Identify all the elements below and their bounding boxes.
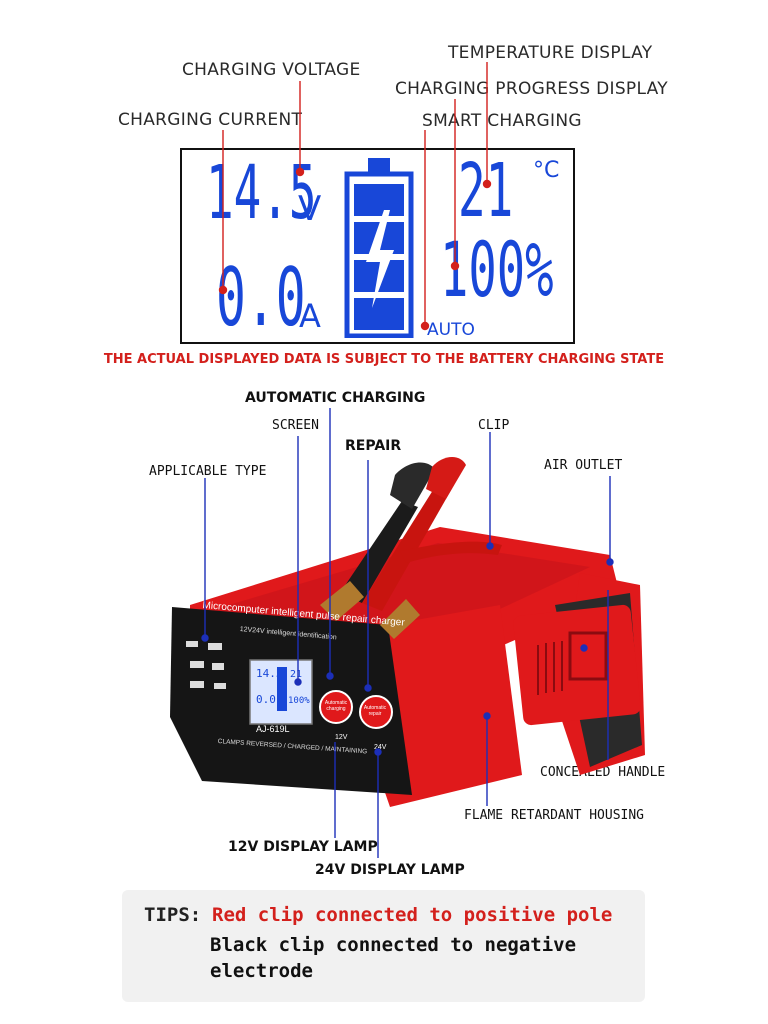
label-flame-retardant-housing: FLAME RETARDANT HOUSING: [464, 808, 645, 823]
lcd-current-value: 0.0: [216, 251, 306, 344]
lcd-temperature-unit: °C: [533, 158, 560, 183]
tips-prefix: TIPS:: [144, 904, 202, 926]
device-button-automatic-repair[interactable]: Automatic repair: [363, 705, 387, 717]
lcd-temperature-value: 21: [458, 148, 514, 234]
battery-icon: [344, 158, 414, 338]
lcd-progress-value: 100%: [440, 225, 554, 314]
label-smart-charging: SMART CHARGING: [422, 111, 582, 131]
svg-text:14.5: 14.5: [256, 667, 283, 680]
notice-text: THE ACTUAL DISPLAYED DATA IS SUBJECT TO …: [103, 352, 665, 367]
tips-line-red-clip: Red clip connected to positive pole: [212, 904, 613, 926]
label-applicable-type: APPLICABLE TYPE: [149, 464, 267, 479]
label-repair: REPAIR: [345, 438, 402, 454]
battery-level-bar: [354, 298, 404, 330]
label-concealed-handle: CONCEALED HANDLE: [540, 765, 666, 780]
device-model: AJ-619L: [256, 724, 290, 734]
battery-level-bar: [354, 184, 404, 216]
lcd-voltage-unit: V: [298, 189, 322, 229]
lcd-display: 14.5 V 0.0 A 21 °C 100% AUTO: [180, 148, 575, 344]
label-charging-progress-display: CHARGING PROGRESS DISPLAY: [395, 79, 668, 99]
tips-line-electrode: electrode: [210, 960, 313, 982]
device-tag-24v: 24V: [374, 744, 387, 751]
lcd-mode: AUTO: [427, 320, 475, 340]
product-leader-lines: [201, 408, 614, 858]
device-tag-12v: 12V: [335, 734, 348, 741]
label-charging-voltage: CHARGING VOLTAGE: [182, 60, 361, 80]
label-charging-current: CHARGING CURRENT: [118, 110, 303, 130]
lcd-current-unit: A: [299, 297, 321, 335]
svg-text:100%: 100%: [288, 696, 310, 706]
lcd-leader-lines: [218, 62, 492, 331]
label-temperature-display: TEMPERATURE DISPLAY: [448, 43, 653, 63]
label-clip: CLIP: [478, 418, 510, 433]
label-air-outlet: AIR OUTLET: [544, 458, 623, 473]
label-automatic-charging: AUTOMATIC CHARGING: [245, 390, 426, 406]
device-button-automatic-charging[interactable]: Automatic charging: [324, 700, 348, 712]
label-screen: SCREEN: [272, 418, 319, 433]
tips-line-black-clip: Black clip connected to negative: [210, 934, 577, 956]
svg-text:21: 21: [290, 669, 302, 680]
svg-text:0.0: 0.0: [256, 693, 276, 706]
tips-box: TIPS: Red clip connected to positive pol…: [122, 890, 645, 1002]
label-24v-display-lamp: 24V DISPLAY LAMP: [315, 862, 465, 878]
label-12v-display-lamp: 12V DISPLAY LAMP: [228, 839, 378, 855]
